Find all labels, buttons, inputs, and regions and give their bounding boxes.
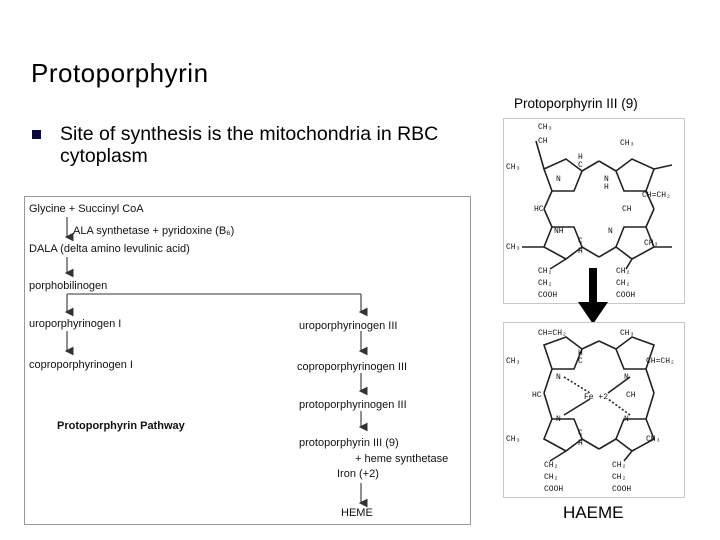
struct-top-cooh-b: COOH [616,291,635,300]
haeme-structure-image: CH=CH₂ CH₃ CH₃ CH=CH₂ H C N N HC Fe +2 C… [503,322,685,498]
struct-top-vinyl: CH=CH₂ [642,191,671,200]
struct-top-c-a: C [578,161,583,170]
struct-top-ch2-a: CH₂ [538,267,552,276]
struct-bot-ch2-d: CH₂ [612,473,626,482]
pathway-enzyme-heme: + heme synthetase [355,453,449,465]
structure-title: Protoporphyrin III (9) [514,96,638,111]
pathway-step-proto3: protoporphyrin III (9) [299,437,399,449]
struct-top-ch3-d: CH₃ [506,243,520,252]
struct-bot-cooh-b: COOH [612,485,631,494]
struct-top-ch3-a: CH₃ [538,123,552,132]
pathway-step-copro3: coproporphyrinogen III [297,361,408,373]
struct-bot-h-b: H [578,439,583,448]
pathway-step-glycine: Glycine + Succinyl CoA [29,203,144,215]
struct-bot-ch2-a: CH₂ [544,461,558,470]
struct-bot-c-a: C [578,357,583,366]
struct-bot-ch2-c: CH₂ [612,461,626,470]
pathway-step-dala: DALA (delta amino levulinic acid) [29,243,190,255]
struct-bot-ch: CH [626,391,636,400]
struct-bot-ch3-a: CH₃ [620,329,634,338]
struct-bot-vinyl-a: CH=CH₂ [538,329,567,338]
struct-top-n-c: N [608,227,613,236]
bullet-marker [32,130,41,139]
struct-bot-vinyl-b: CH=CH₂ [646,357,675,366]
arrow-down-icon [578,268,608,324]
struct-top-ch3-b: CH₃ [620,139,634,148]
struct-bot-ch3-c: CH₃ [506,435,520,444]
struct-bot-fe: Fe +2 [584,393,608,402]
struct-bot-n-d: N [624,415,629,424]
bullet-text: Site of synthesis is the mitochondria in… [60,123,439,167]
struct-top-c-b: C [578,237,583,246]
protoporphyrin-pathway-image: Glycine + Succinyl CoA ALA synthetase + … [24,196,471,525]
pathway-step-heme: HEME [341,507,373,519]
pathway-step-copro1: coproporphyrinogen I [29,359,133,371]
struct-bot-ch3-d: CH₃ [646,435,660,444]
struct-top-ch2-c: CH₂ [616,267,630,276]
haeme-label: HAEME [563,503,624,522]
struct-top-n-a: N [556,175,561,184]
pathway-arrows [64,217,368,508]
pathway-iron: Iron (+2) [337,468,379,480]
struct-top-nh: NH [554,227,564,236]
struct-top-ch3-e: CH₃ [644,239,658,248]
pathway-step-protogen3: protoporphyrinogen III [299,399,407,411]
struct-bot-hc: HC [532,391,542,400]
struct-bot-ch2-b: CH₂ [544,473,558,482]
struct-top-cooh-a: COOH [538,291,557,300]
struct-bot-ch3-b: CH₃ [506,357,520,366]
struct-top-h-a: H [578,153,583,162]
struct-top-hc: HC [534,205,544,214]
slide-title: Protoporphyrin [31,58,209,88]
struct-top-h-c: H [578,247,583,256]
struct-top-ch-a: CH [538,137,548,146]
struct-bot-n-c: N [556,415,561,424]
struct-bot-cooh-a: COOH [544,485,563,494]
pathway-step-pbg: porphobilinogen [29,280,108,292]
struct-top-ch3-c: CH₃ [506,163,520,172]
struct-top-ch-b: CH [622,205,632,214]
pathway-title: Protoporphyrin Pathway [57,420,185,432]
struct-bot-n-b: N [624,373,629,382]
struct-top-n-b: N [604,175,609,184]
pathway-enzyme-ala: ALA synthetase + pyridoxine (B₆) [73,225,235,237]
pathway-step-uro1: uroporphyrinogen I [29,318,122,330]
struct-top-ch2-b: CH₂ [538,279,552,288]
struct-top-h-b: H [604,183,609,192]
struct-bot-c-b: C [578,429,583,438]
struct-bot-n-a: N [556,373,561,382]
struct-bot-h-a: H [578,349,583,358]
struct-top-ch2-d: CH₂ [616,279,630,288]
pathway-step-uro3: uroporphyrinogen III [299,320,398,332]
